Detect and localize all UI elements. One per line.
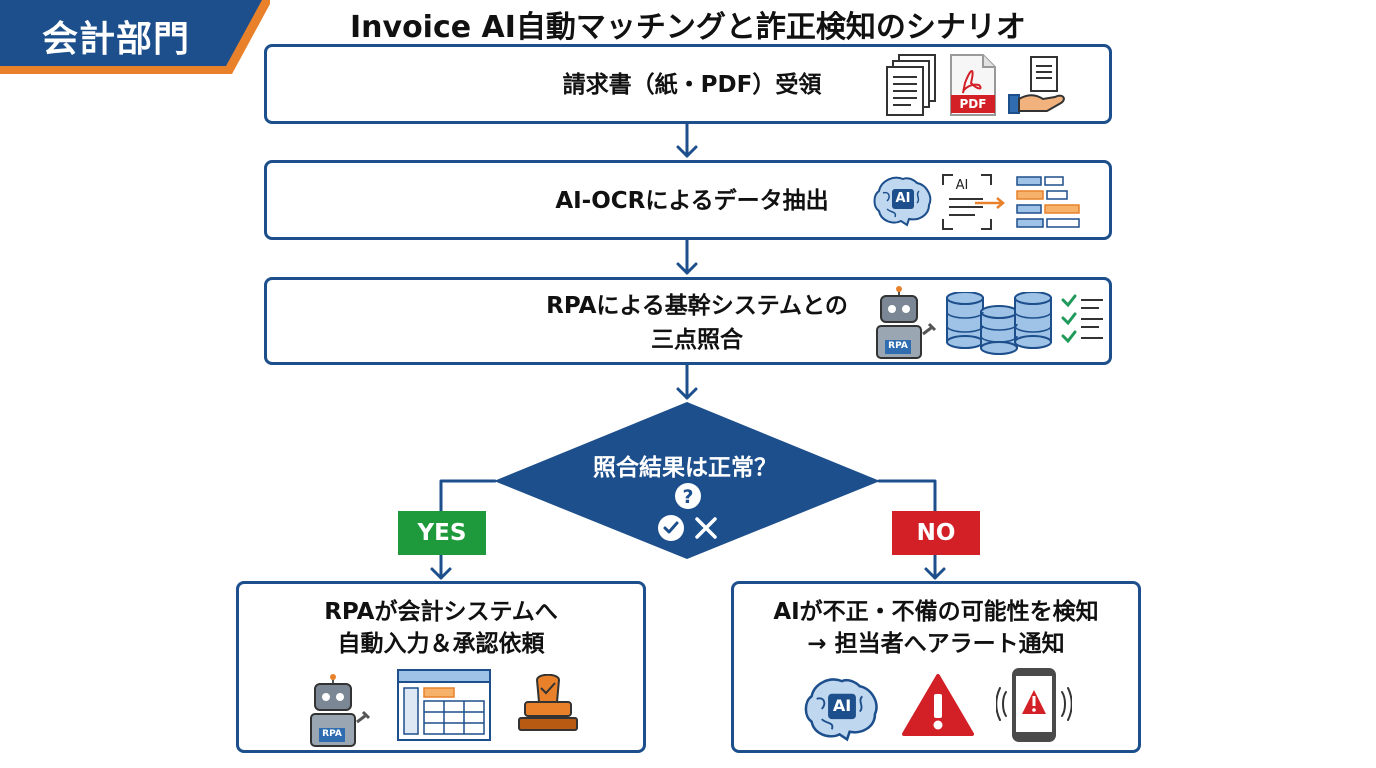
pdf-icon: PDF (949, 53, 997, 117)
outcome-fraud-alert: AIが不正・不備の可能性を検知 → 担当者へアラート通知 AI (731, 581, 1141, 753)
spreadsheet-window-icon (397, 669, 491, 741)
department-tag: 会計部門 (0, 0, 275, 80)
check-circle-icon (658, 515, 684, 541)
rpa-robot-icon: RPA (305, 674, 375, 748)
outcome-auto-entry-line1: RPAが会計システムへ (324, 599, 558, 625)
ocr-scan-icon-label: AI (955, 178, 969, 193)
warning-icon (902, 674, 974, 736)
step-rpa-matching: RPAによる基幹システムとの 三点照合 RPA (264, 277, 1112, 365)
svg-text:?: ? (682, 486, 693, 508)
yes-badge: YES (398, 511, 486, 555)
ai-brain-icon: AI (873, 175, 933, 227)
rpa-robot-icon-label: RPA (322, 729, 342, 739)
ai-brain-icon-label: AI (895, 191, 911, 206)
documents-icon (886, 54, 936, 116)
no-badge: NO (892, 511, 980, 555)
step-rpa-matching-label-line2: 三点照合 (651, 327, 743, 353)
step-receive-invoice: 請求書（紙・PDF）受領 PDF (264, 44, 1112, 124)
mobile-alert-icon (996, 668, 1072, 742)
step-rpa-matching-label-line1: RPAによる基幹システムとの (546, 293, 848, 319)
ai-brain-icon-label: AI (832, 696, 852, 715)
outcome-fraud-alert-line1: AIが不正・不備の可能性を検知 (773, 599, 1099, 625)
page-title: Invoice AI自動マッチングと詐正検知のシナリオ (350, 10, 1026, 45)
pdf-icon-label: PDF (959, 97, 987, 111)
outcome-auto-entry: RPAが会計システムへ 自動入力＆承認依頼 RPA (236, 581, 646, 753)
department-label: 会計部門 (42, 19, 191, 60)
step-receive-invoice-label: 請求書（紙・PDF）受領 (562, 72, 822, 98)
outcome-auto-entry-line2: 自動入力＆承認依頼 (337, 631, 545, 657)
decision-diamond (494, 402, 880, 559)
checklist-icon (1061, 294, 1103, 344)
question-icon: ? (675, 483, 701, 509)
cross-icon (695, 517, 717, 539)
decision-question: 照合結果は正常？ (593, 455, 777, 481)
hand-document-icon (1008, 56, 1065, 114)
ai-brain-icon: AI (804, 676, 880, 742)
rpa-robot-icon: RPA (871, 286, 941, 360)
database-icon (946, 292, 1052, 355)
outcome-fraud-alert-line2: → 担当者へアラート通知 (807, 631, 1065, 657)
extracted-data-table-icon (1016, 176, 1080, 228)
step-ai-ocr-label: AI-OCRによるデータ抽出 (555, 188, 829, 214)
approval-stamp-icon (518, 674, 578, 731)
step-ai-ocr: AI-OCRによるデータ抽出 AI AI (264, 160, 1112, 240)
ocr-scan-icon: AI (941, 173, 1005, 231)
rpa-robot-icon-label: RPA (888, 341, 908, 351)
